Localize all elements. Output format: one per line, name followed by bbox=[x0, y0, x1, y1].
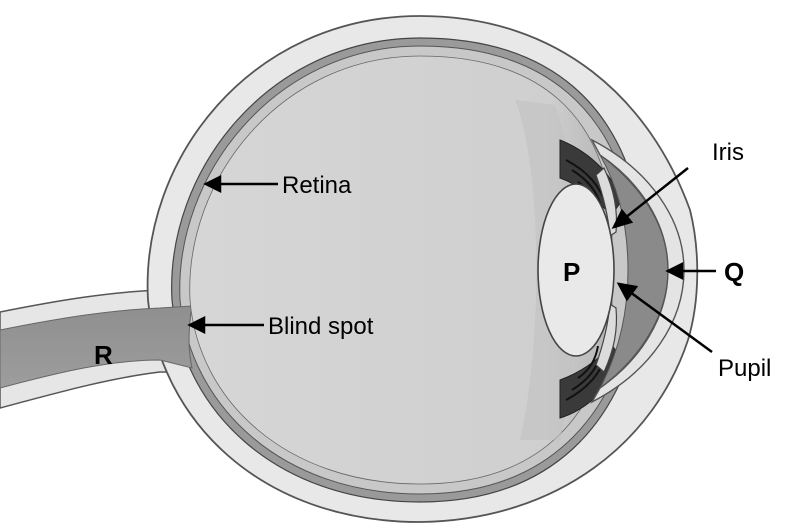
iris-label: Iris bbox=[712, 139, 744, 166]
pupil-label: Pupil bbox=[718, 355, 771, 382]
cornea-label-q: Q bbox=[724, 257, 744, 287]
optic-nerve-label-r: R bbox=[94, 340, 113, 370]
blind-spot-label: Blind spot bbox=[268, 313, 374, 340]
retina-label: Retina bbox=[282, 172, 352, 199]
lens-label-p: P bbox=[563, 257, 580, 287]
